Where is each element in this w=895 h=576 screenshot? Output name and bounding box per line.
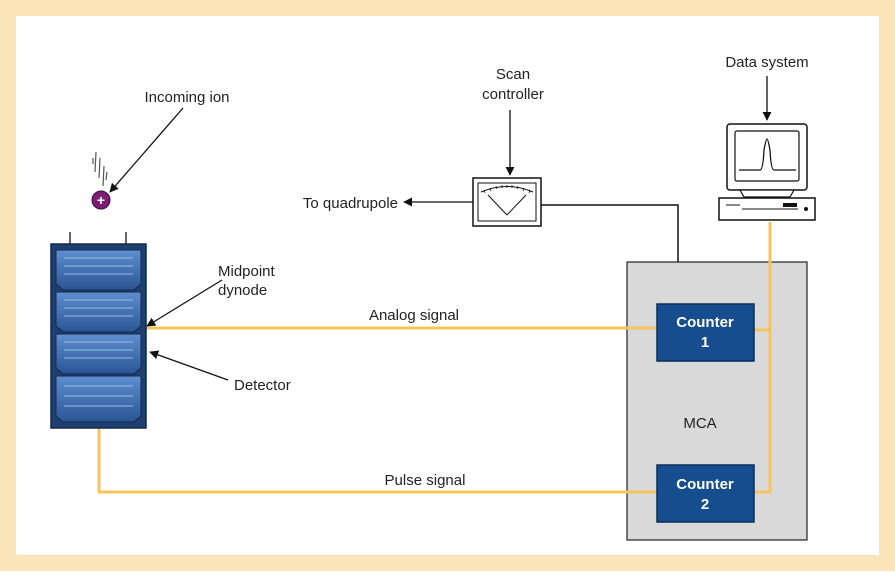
mca-label: MCA <box>683 415 716 432</box>
detector <box>50 232 147 429</box>
counter-1-label-line1: Counter <box>676 314 734 331</box>
frame-bottom <box>0 555 895 571</box>
arrows <box>109 76 772 381</box>
computer-base <box>718 197 816 221</box>
scan-controller-line <box>541 204 679 262</box>
counter-1-label-line2: 1 <box>701 334 709 351</box>
pulse-signal-line <box>97 428 657 494</box>
computer-monitor <box>726 123 808 198</box>
frame-right <box>879 0 895 571</box>
frame-left <box>0 0 16 571</box>
counter-2-label-line1: Counter <box>676 476 734 493</box>
counter-1: Counter 1 <box>656 303 755 362</box>
signal-lines <box>97 222 772 494</box>
counter-2: Counter 2 <box>656 464 755 523</box>
data-system-line <box>754 222 772 494</box>
scan-controller-meter <box>472 177 542 227</box>
ion-motion-streaks <box>92 151 108 187</box>
counter-2-label-line2: 2 <box>701 496 709 513</box>
ion-plus-symbol: + <box>97 192 105 208</box>
midpoint-dynode-label-line1: Midpoint <box>218 263 276 280</box>
detector-label: Detector <box>234 377 291 394</box>
incoming-ion: + <box>91 190 111 210</box>
midpoint-dynode-label-line2: dynode <box>218 282 267 299</box>
frame-top <box>0 0 895 16</box>
incoming-ion-arrow <box>109 107 184 193</box>
analog-signal-label: Analog signal <box>369 307 459 324</box>
midpoint-dynode-arrow <box>146 279 223 327</box>
incoming-ion-label: Incoming ion <box>144 89 229 106</box>
to-quadrupole-label: To quadrupole <box>303 195 398 212</box>
scan-controller-label-line2: controller <box>482 86 544 103</box>
detector-arrow <box>149 350 229 381</box>
scan-controller-label-line1: Scan <box>496 66 530 83</box>
data-system-label: Data system <box>725 54 808 71</box>
pulse-signal-label: Pulse signal <box>385 472 466 489</box>
